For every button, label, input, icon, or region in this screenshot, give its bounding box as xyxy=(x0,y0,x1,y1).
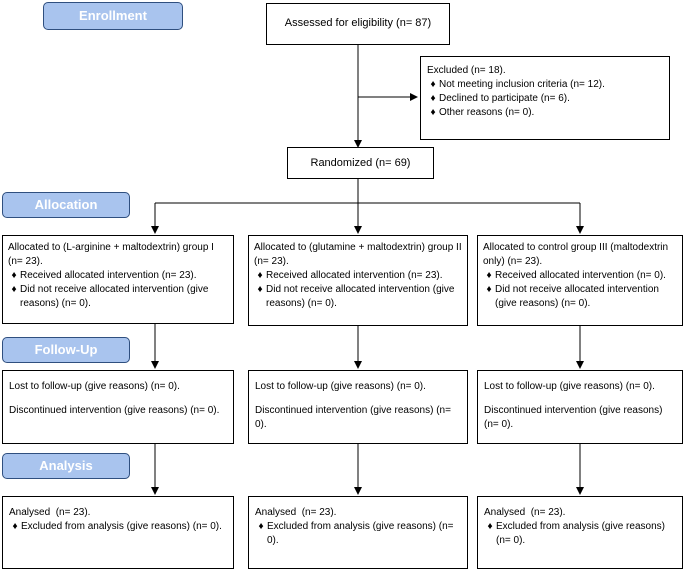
analysis-analysed: Analysed (n= 23). xyxy=(255,507,337,518)
bullet-icon: ♦ xyxy=(11,270,17,281)
stage-followup: Follow-Up xyxy=(2,337,130,363)
bullet-icon: ♦ xyxy=(430,79,436,90)
analysis-analysed: Analysed (n= 23). xyxy=(9,507,91,518)
analysis-excluded: ♦ Excluded from analysis (give reasons) … xyxy=(484,520,676,548)
bullet-icon: ♦ xyxy=(430,93,436,104)
followup-lost: Lost to follow-up (give reasons) (n= 0). xyxy=(9,381,180,392)
followup-discontinued: Discontinued intervention (give reasons)… xyxy=(9,405,220,416)
allocation-box-group3: Allocated to control group III (maltodex… xyxy=(477,235,683,326)
assessed-text: Assessed for eligibility (n= 87) xyxy=(284,17,432,29)
allocation-not-received: ♦ Did not receive allocated intervention… xyxy=(483,283,677,311)
allocation-title: Allocated to (glutamine + maltodextrin) … xyxy=(254,242,462,267)
analysis-excluded: ♦ Excluded from analysis (give reasons) … xyxy=(9,520,227,534)
allocation-not-received: ♦ Did not receive allocated intervention… xyxy=(8,283,228,311)
stage-allocation: Allocation xyxy=(2,192,130,218)
followup-lost: Lost to follow-up (give reasons) (n= 0). xyxy=(255,381,426,392)
randomized-box: Randomized (n= 69) xyxy=(287,147,434,179)
bullet-icon: ♦ xyxy=(257,284,263,295)
stage-analysis: Analysis xyxy=(2,453,130,479)
followup-box-group3: Lost to follow-up (give reasons) (n= 0).… xyxy=(477,370,683,444)
analysis-box-group2: Analysed (n= 23). ♦ Excluded from analys… xyxy=(248,496,468,569)
allocation-not-received: ♦ Did not receive allocated intervention… xyxy=(254,283,462,311)
bullet-icon: ♦ xyxy=(11,284,17,295)
bullet-icon: ♦ xyxy=(487,521,493,532)
bullet-icon: ♦ xyxy=(257,270,263,281)
allocation-received: ♦ Received allocated intervention (n= 23… xyxy=(8,269,228,283)
followup-box-group1: Lost to follow-up (give reasons) (n= 0).… xyxy=(2,370,234,444)
excluded-item: ♦ Other reasons (n= 0). xyxy=(427,106,663,120)
bullet-icon: ♦ xyxy=(486,270,492,281)
followup-discontinued: Discontinued intervention (give reasons)… xyxy=(255,405,451,430)
allocation-box-group2: Allocated to (glutamine + maltodextrin) … xyxy=(248,235,468,326)
allocation-title: Allocated to (L-arginine + maltodextrin)… xyxy=(8,242,214,267)
assessed-box: Assessed for eligibility (n= 87) xyxy=(266,3,450,45)
followup-discontinued: Discontinued intervention (give reasons)… xyxy=(484,405,663,430)
followup-lost: Lost to follow-up (give reasons) (n= 0). xyxy=(484,381,655,392)
excluded-box: Excluded (n= 18). ♦ Not meeting inclusio… xyxy=(420,56,670,140)
allocation-received: ♦ Received allocated intervention (n= 0)… xyxy=(483,269,677,283)
bullet-icon: ♦ xyxy=(258,521,264,532)
excluded-title: Excluded (n= 18). xyxy=(427,65,506,76)
excluded-item: ♦ Declined to participate (n= 6). xyxy=(427,92,663,106)
bullet-icon: ♦ xyxy=(12,521,18,532)
followup-box-group2: Lost to follow-up (give reasons) (n= 0).… xyxy=(248,370,468,444)
analysis-box-group1: Analysed (n= 23). ♦ Excluded from analys… xyxy=(2,496,234,569)
analysis-box-group3: Analysed (n= 23). ♦ Excluded from analys… xyxy=(477,496,683,569)
randomized-text: Randomized (n= 69) xyxy=(310,157,411,169)
stage-enrollment: Enrollment xyxy=(43,2,183,30)
bullet-icon: ♦ xyxy=(486,284,492,295)
bullet-icon: ♦ xyxy=(430,107,436,118)
allocation-received: ♦ Received allocated intervention (n= 23… xyxy=(254,269,462,283)
allocation-box-group1: Allocated to (L-arginine + maltodextrin)… xyxy=(2,235,234,324)
analysis-excluded: ♦ Excluded from analysis (give reasons) … xyxy=(255,520,461,548)
allocation-title: Allocated to control group III (maltodex… xyxy=(483,242,669,267)
analysis-analysed: Analysed (n= 23). xyxy=(484,507,566,518)
excluded-item: ♦ Not meeting inclusion criteria (n= 12)… xyxy=(427,78,663,92)
